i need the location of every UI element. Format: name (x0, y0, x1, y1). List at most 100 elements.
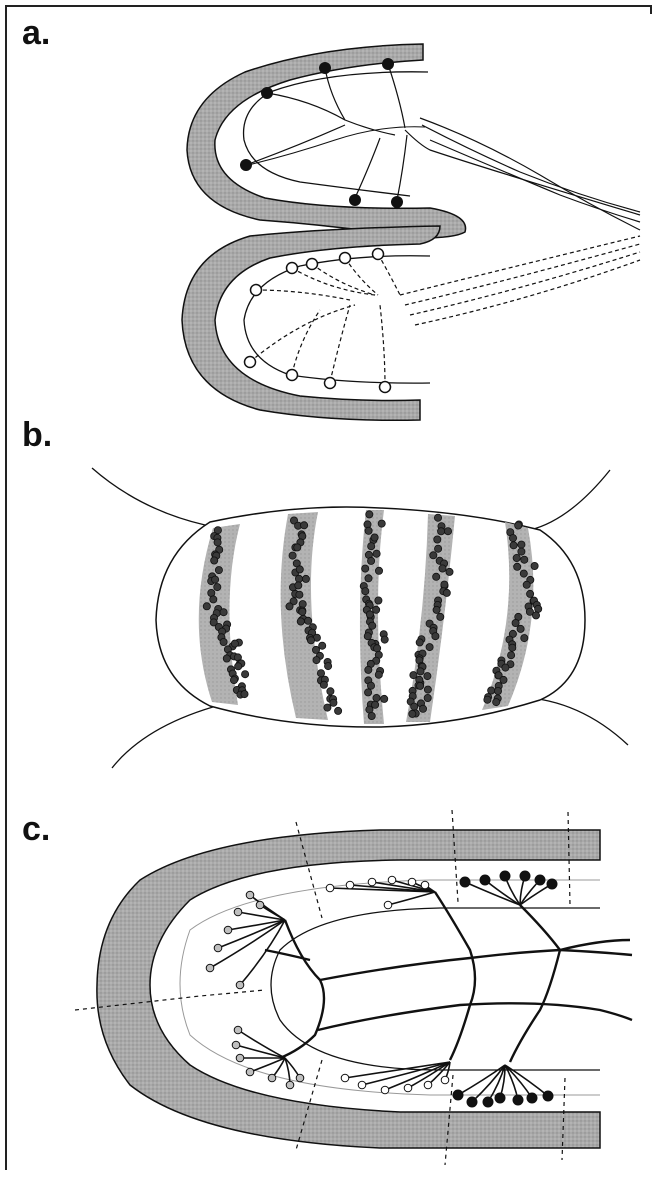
panel-b-cell (241, 691, 248, 698)
panel-c-inner-lines (271, 908, 600, 1070)
panel-b-cell (488, 687, 495, 694)
panel-b-cell (432, 633, 439, 640)
dendrite-terminal (408, 878, 416, 886)
panel-b-cell (335, 707, 342, 714)
panel-b-cell (435, 545, 442, 552)
panel-b-cell (513, 554, 520, 561)
panel-b-cell (362, 565, 369, 572)
panel-b-cell (317, 670, 324, 677)
dendrite-terminal (547, 879, 557, 889)
panel-b-cell (330, 699, 337, 706)
panel-b-cell (417, 668, 424, 675)
dendrite-terminal (368, 878, 376, 886)
panel-b-cell (295, 582, 302, 589)
dendrite-terminal (421, 881, 429, 889)
panel-b-cell (294, 544, 301, 551)
dendrite-terminal (467, 1097, 477, 1107)
panel-b-cell (214, 584, 221, 591)
panel-a-label: a. (22, 16, 50, 50)
panel-b-cell (365, 575, 372, 582)
dendrite-terminal (341, 1074, 349, 1082)
panel-b-cell (443, 589, 450, 596)
panel-b-cell (502, 664, 509, 671)
panel-b-cell (367, 682, 374, 689)
dendrite-terminal (384, 901, 392, 909)
panel-b-cell (510, 542, 517, 549)
dendrite-terminal (404, 1084, 412, 1092)
panel-b-cell (517, 625, 524, 632)
panel-b-cell (417, 682, 424, 689)
panel-b-cell (235, 663, 242, 670)
panel-b-cell (296, 591, 303, 598)
panel-b-cell (215, 567, 222, 574)
panel-b-cell (362, 588, 369, 595)
panel-b-cell (424, 694, 431, 701)
panel-b-cell (494, 687, 501, 694)
panel-b-cell (444, 528, 451, 535)
dendrite-terminal (535, 875, 545, 885)
panel-b-cell (433, 573, 440, 580)
panel-b-cell (212, 576, 219, 583)
dendrite-terminal (206, 964, 214, 972)
panel-b-cell (369, 622, 376, 629)
panel-b-cell (531, 562, 538, 569)
panel-b-cell (439, 565, 446, 572)
panel-b-cell (375, 567, 382, 574)
panel-b-cell (434, 536, 441, 543)
panel-b-cell (242, 671, 249, 678)
dendrite-terminal (424, 1081, 432, 1089)
panel-b-cell (297, 618, 304, 625)
dendrite-terminal (500, 871, 510, 881)
dendrite-terminal (543, 1091, 553, 1101)
dendrite-terminal (256, 901, 264, 909)
panel-b-cell (231, 640, 238, 647)
panel-b-cell (365, 527, 372, 534)
dendrite-terminal (214, 944, 222, 952)
dendrite-terminal (460, 877, 470, 887)
dendrite-branch (520, 884, 552, 905)
panel-b-cell (364, 633, 371, 640)
panel-b-cell (301, 522, 308, 529)
panel-b-cell (521, 556, 528, 563)
panel-b-cell (532, 612, 539, 619)
panel-b-cell (286, 603, 293, 610)
panel-b-cell (520, 570, 527, 577)
panel-b-cell (220, 638, 227, 645)
panel-b-cell (366, 511, 373, 518)
dendrite-terminal (234, 1026, 242, 1034)
panel-b-diagram (92, 468, 628, 768)
panel-b-cell (424, 673, 431, 680)
panel-b-cell (493, 699, 500, 706)
panel-b-cell (410, 672, 417, 679)
panel-b-cell (446, 568, 453, 575)
panel-b-cell (484, 696, 491, 703)
panel-b-cell (305, 617, 312, 624)
panel-b-cell (368, 543, 375, 550)
dendrite-terminal (296, 1074, 304, 1082)
dendrite-terminal (480, 875, 490, 885)
dendrite-terminal (236, 981, 244, 989)
dendrite-terminal (483, 1097, 493, 1107)
dendrite-terminal (520, 871, 530, 881)
dendrite-terminal (441, 1076, 449, 1084)
dendrite-branch (228, 920, 285, 930)
panel-b-cell (365, 666, 372, 673)
panel-b-cell (514, 563, 521, 570)
panel-b-label: b. (22, 418, 52, 452)
panel-b-cell (424, 686, 431, 693)
dendrite-terminal (513, 1095, 523, 1105)
panel-b-cell (307, 637, 314, 644)
panel-b-cell (295, 575, 302, 582)
panel-b-cell (313, 657, 320, 664)
panel-b-cell (223, 655, 230, 662)
panel-b-cell (324, 704, 331, 711)
panel-a-lower-inner-line (244, 256, 430, 383)
dendrite-terminal (268, 1074, 276, 1082)
panel-b-cell (438, 528, 445, 535)
dendrite-branch (250, 1058, 285, 1072)
dendrite-terminal (224, 926, 232, 934)
dendrite-terminal (326, 884, 334, 892)
panel-b-cell (411, 703, 418, 710)
